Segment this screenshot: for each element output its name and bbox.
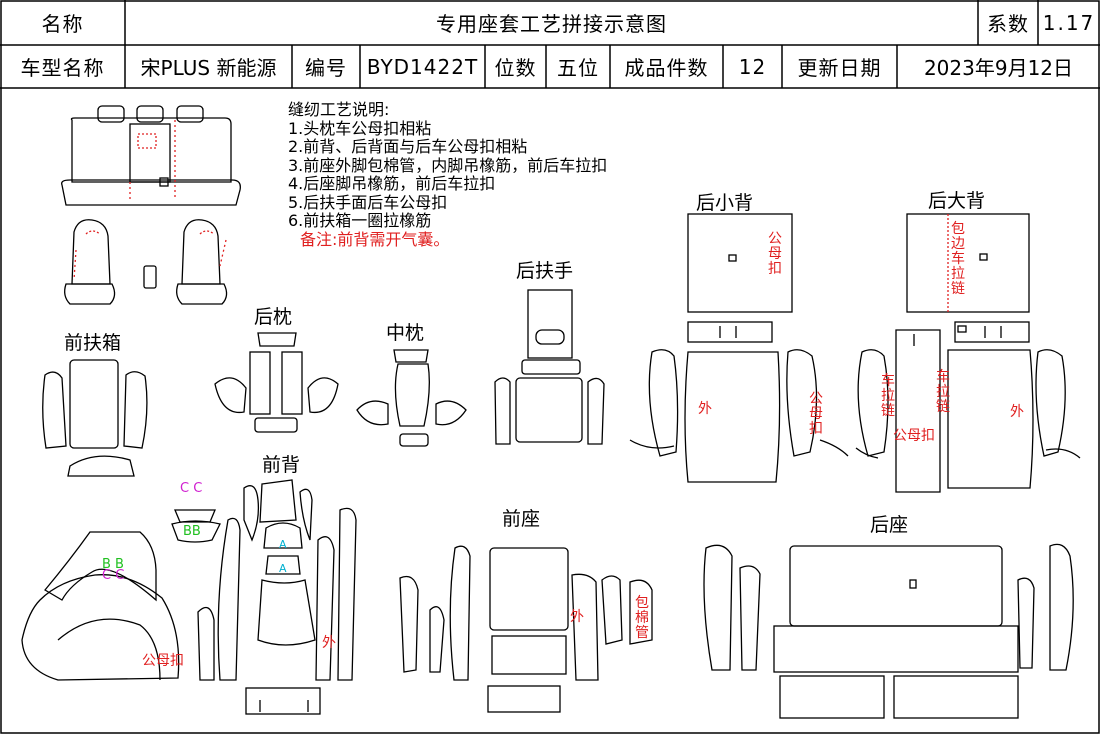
annotation-outer: 外 — [570, 609, 584, 625]
note-item: 1.头枕车公母扣相粘 — [288, 118, 432, 138]
label-rear-big-back: 后大背 — [928, 190, 986, 212]
note-item: 6.前扶箱一圈拉橡筋 — [288, 211, 432, 230]
model-label: 车型名称 — [20, 56, 105, 80]
annotation-outer: 外 — [1010, 404, 1024, 420]
note-item: 4.后座脚吊橡筋，前后车拉扣 — [288, 174, 496, 193]
rear-seat-pieces — [703, 543, 1074, 719]
rear-big-back-pieces — [855, 213, 1081, 493]
code-value: BYD1422T — [366, 54, 479, 79]
note-item: 3.前座外脚包棉管，内脚吊橡筋，前后车拉扣 — [288, 155, 608, 175]
coef-label: 系数 — [987, 12, 1029, 36]
pieces-label: 成品件数 — [624, 56, 709, 80]
mark-b: B B — [102, 557, 124, 572]
note-item: 5.后扶手面后车公母扣 — [288, 192, 448, 212]
update-label: 更新日期 — [797, 56, 882, 80]
notes-title: 缝纫工艺说明: — [288, 100, 390, 119]
annotation-snap: 公母扣 — [142, 653, 184, 669]
mid-headrest-pieces — [356, 349, 467, 447]
annotation-snap-vertical: 公母扣 — [768, 231, 782, 277]
annotation-snap-vertical: 公母扣 — [809, 391, 823, 437]
annotation-zip: 车拉链 — [881, 373, 895, 419]
seats-label: 位数 — [494, 56, 537, 80]
annotation-zip: 车拉链 — [936, 369, 950, 415]
annotation-outer: 外 — [698, 401, 712, 417]
annotation-edge-zip: 包边车拉链 — [951, 221, 965, 297]
mark-bb: BB — [183, 524, 201, 539]
mark-a: A — [279, 538, 287, 551]
note-item: 2.前背、后背面与后车公母扣相粘 — [288, 137, 528, 156]
label-front-armbox: 前扶箱 — [64, 332, 122, 354]
coef-value: 1.17 — [1042, 10, 1096, 35]
update-value: 2023年9月12日 — [923, 56, 1074, 80]
label-rear-seat: 后座 — [870, 514, 909, 536]
pieces-value: 12 — [738, 54, 767, 79]
label-rear-small-back: 后小背 — [696, 192, 754, 214]
mark-c: C C — [180, 481, 203, 496]
label-rear-armrest: 后扶手 — [516, 260, 574, 282]
model-value: 宋PLUS 新能源 — [140, 56, 277, 80]
notes-remark: 备注:前背需开气囊。 — [300, 229, 450, 249]
front-armbox-pieces — [42, 359, 148, 477]
rear-armrest-pieces — [494, 289, 605, 445]
mark-c: C C — [102, 568, 125, 583]
rear-headrest-pieces — [214, 332, 339, 433]
label-mid-headrest: 中枕 — [386, 322, 425, 344]
front-seat-pieces — [399, 545, 653, 713]
rear-bench-overview — [61, 105, 241, 206]
annotation-foam-tube: 包棉管 — [635, 595, 649, 641]
front-back-pieces — [21, 479, 357, 715]
rear-small-back-pieces — [629, 213, 849, 483]
name-label: 名称 — [41, 12, 84, 36]
page-title: 专用座套工艺拼接示意图 — [436, 12, 667, 36]
label-front-seat: 前座 — [502, 508, 541, 530]
front-seat-overview — [64, 219, 228, 305]
annotation-outer: 外 — [322, 635, 336, 651]
mark-a: A — [279, 562, 287, 575]
annotation-snap: 公母扣 — [893, 428, 935, 444]
label-rear-headrest: 后枕 — [254, 306, 293, 328]
seats-value: 五位 — [557, 56, 599, 80]
code-label: 编号 — [305, 56, 347, 80]
sewing-notes: 缝纫工艺说明: 1.头枕车公母扣相粘 2.前背、后背面与后车公母扣相粘 3.前座… — [288, 100, 608, 249]
label-front-back: 前背 — [262, 454, 301, 476]
